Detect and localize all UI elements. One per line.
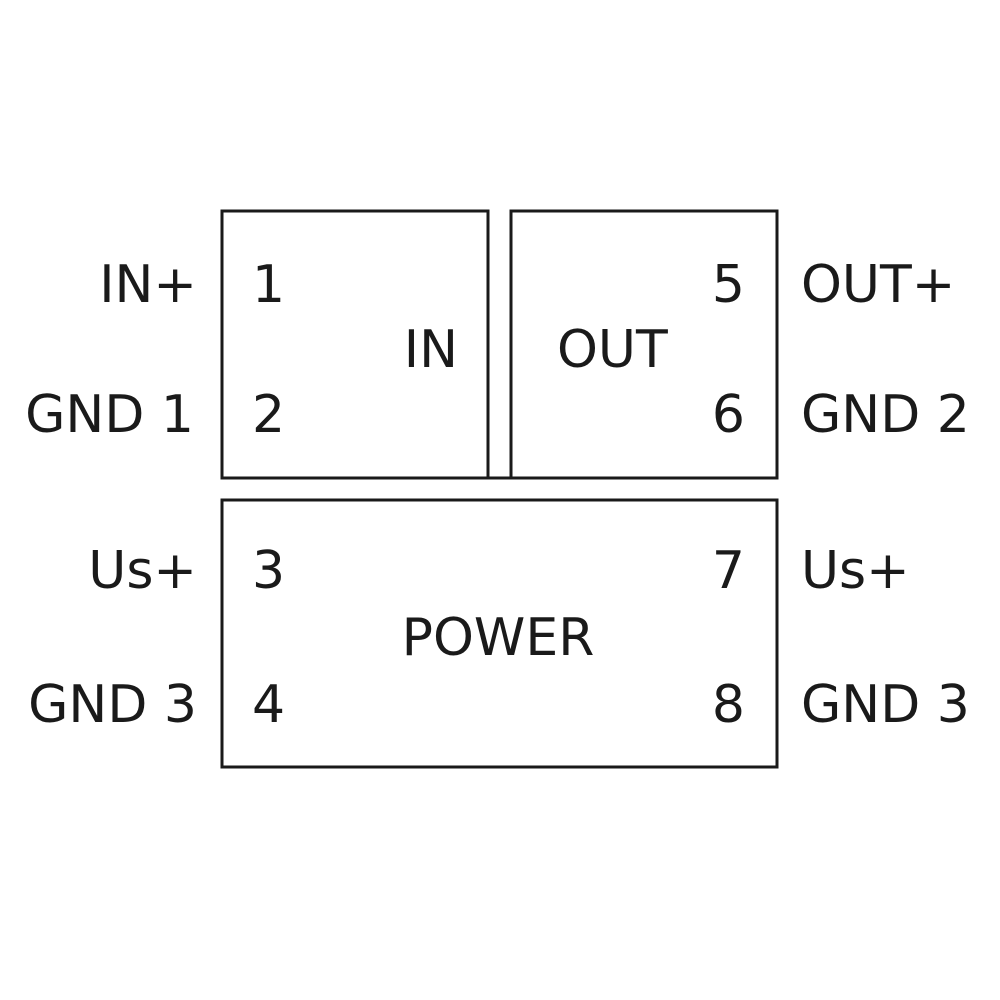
terminal-4-number: 4 bbox=[252, 675, 285, 735]
terminal-4-label: GND 3 bbox=[28, 675, 197, 735]
terminal-2-number: 2 bbox=[252, 385, 285, 445]
terminal-8-number: 8 bbox=[712, 675, 745, 735]
terminal-6-label: GND 2 bbox=[801, 385, 970, 445]
terminal-5-number: 5 bbox=[712, 255, 745, 315]
terminal-1-label: IN+ bbox=[99, 255, 197, 315]
out-section-label: OUT bbox=[557, 320, 668, 380]
terminal-3-label: Us+ bbox=[88, 541, 197, 601]
terminal-5-label: OUT+ bbox=[801, 255, 955, 315]
in-section-label: IN bbox=[404, 320, 458, 380]
terminal-1-number: 1 bbox=[252, 255, 285, 315]
terminal-7-number: 7 bbox=[712, 541, 745, 601]
power-section-label: POWER bbox=[402, 608, 595, 668]
terminal-2-label: GND 1 bbox=[25, 385, 194, 445]
terminal-6-number: 6 bbox=[712, 385, 745, 445]
terminal-8-label: GND 3 bbox=[801, 675, 970, 735]
terminal-7-label: Us+ bbox=[801, 541, 910, 601]
terminal-3-number: 3 bbox=[252, 541, 285, 601]
